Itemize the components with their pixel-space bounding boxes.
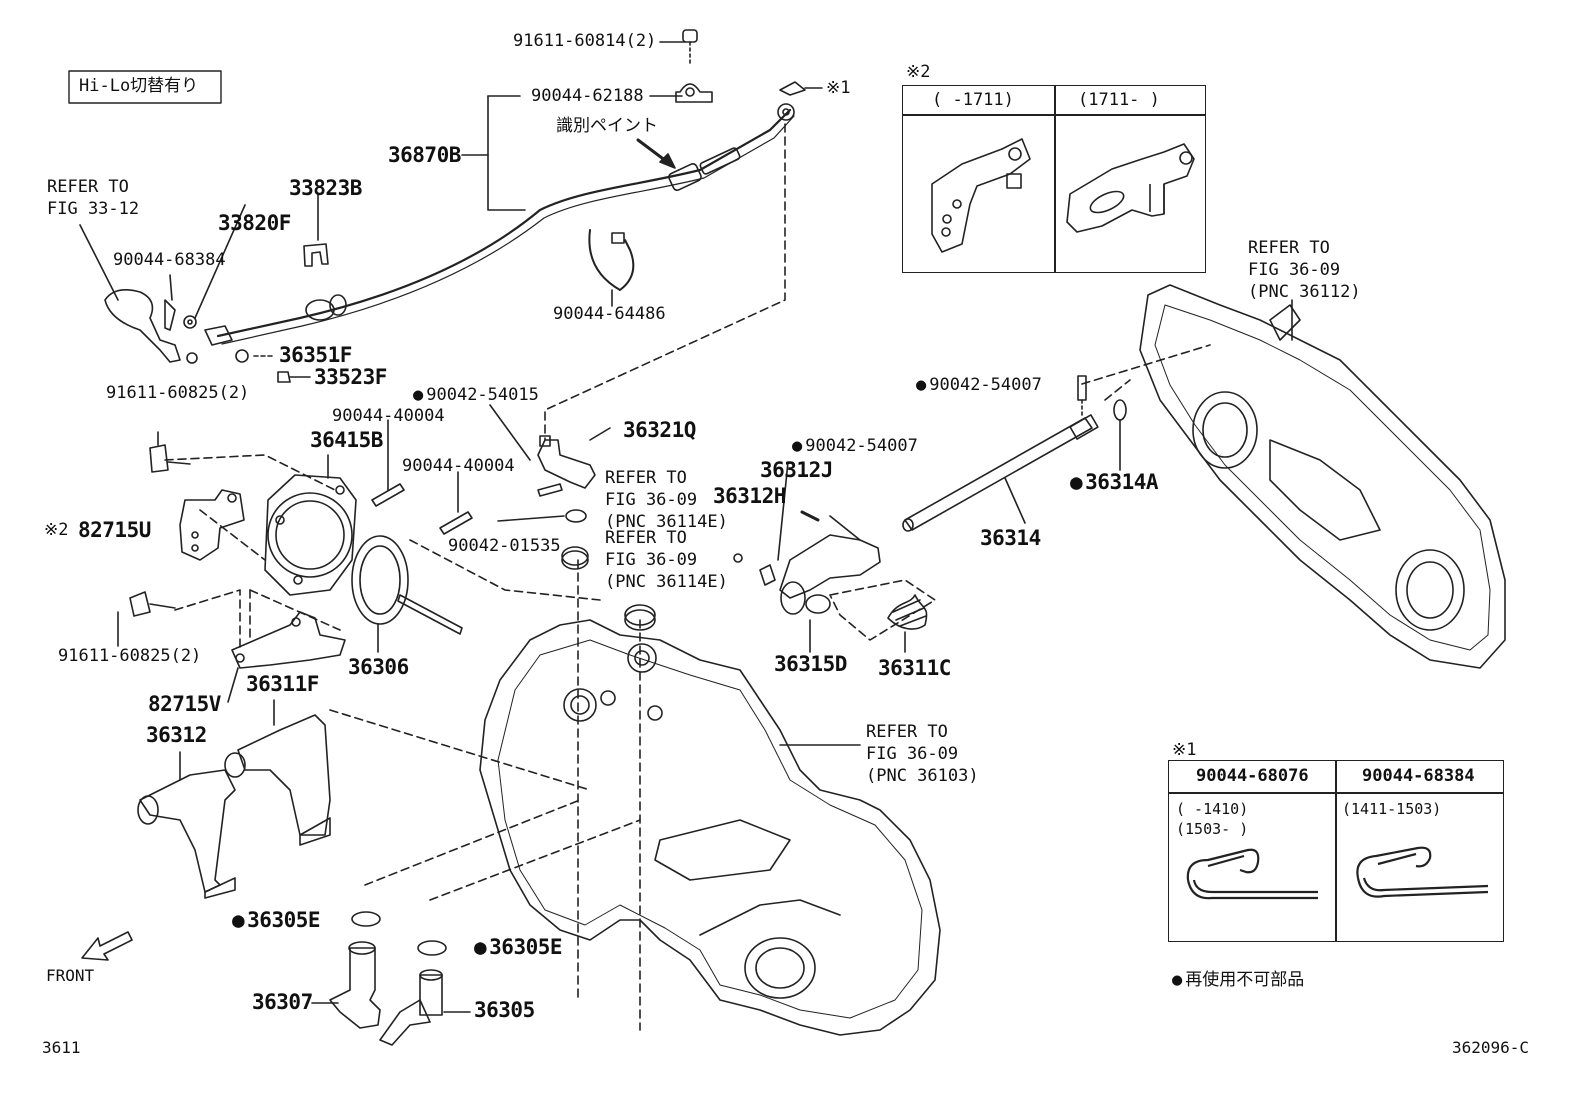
label-82715U: 82715U [78,518,151,542]
label-90042-54015: 90042-54015 [413,387,539,404]
label-90044-40004-a: 90044-40004 [332,406,445,426]
ref-3312-line2: FIG 33-12 [47,199,140,219]
paint-note: 識別ペイント [556,116,658,136]
inset2-col1: ( -1711) [932,90,1014,110]
label-36314: 36314 [980,526,1041,550]
label-36314A: 36314A [1070,472,1158,493]
inset2-col2: (1711- ) [1078,90,1160,110]
ref-36114-b-l3: (PNC 36114E) [605,572,728,592]
bracket-82715U [179,489,245,561]
shift-lever-end [104,289,181,363]
label-mark1-top: ※1 [826,78,851,98]
label-90044-62188: 90044-62188 [531,86,644,106]
ref-36112-l3: (PNC 36112) [1248,282,1361,302]
shift-head-36315D [779,534,881,599]
ref-36112-l1: REFER TO [1248,238,1330,258]
ref-36103-l1: REFER TO [866,722,948,742]
label-33823B: 33823B [289,176,362,200]
label-36306: 36306 [348,655,409,679]
inset1-col1-range1: ( -1410) [1176,800,1249,818]
label-36415B: 36415B [310,428,383,452]
label-36351F: 36351F [279,343,352,367]
ref-36114-b-l1: REFER TO [605,528,687,548]
oil-seal-36306 [351,535,409,625]
ref-36114-a-l2: FIG 36-09 [605,490,698,510]
inset1-col2-range: (1411-1503) [1342,800,1442,818]
reuse-legend: 再使用不可部品 [1172,972,1304,989]
label-36312H: 36312H [713,484,786,508]
label-91611-60825-upper: 91611-60825(2) [106,383,250,403]
inset1-col-rule [1335,760,1337,942]
ref-36103-l2: FIG 36-09 [866,744,959,764]
lever-36321Q [537,439,596,489]
label-36870B: 36870B [388,143,461,167]
shift-fork-36312 [139,769,236,893]
label-36315D: 36315D [774,652,847,676]
label-91611-60825-lower: 91611-60825(2) [58,646,202,666]
inset2-bracket-drawings [931,138,1195,253]
label-90042-54007-b: 90042-54007 [916,377,1042,394]
ref-36114-b-l2: FIG 36-09 [605,550,698,570]
label-33523F: 33523F [314,365,387,389]
label-36311C: 36311C [878,656,951,680]
label-36307: 36307 [252,990,313,1014]
header-box: Hi-Lo切替有り [79,76,199,96]
transfer-rear-housing [1139,284,1506,669]
inset2-col-rule [1054,85,1056,273]
page-code: 3611 [42,1038,81,1057]
inset1-col2-head: 90044-68384 [1362,766,1475,786]
shift-cable [216,108,792,338]
label-90042-01535: 90042-01535 [448,536,561,556]
label-90044-68384: 90044-68384 [113,250,226,270]
header-box-frame [68,70,222,104]
inset1-clip-drawings [1186,846,1489,900]
label-mark2-82715U: ※2 [44,520,69,540]
drawing-code: 362096-C [1452,1038,1530,1057]
inset1-col1-range2: (1503- ) [1176,820,1249,838]
inset2-mark: ※2 [906,62,931,82]
transfer-case-housing [479,619,941,1036]
bracket-82715V [231,611,346,669]
inset1-col1-head: 90044-68076 [1196,766,1309,786]
label-36305: 36305 [474,998,535,1022]
front-label: FRONT [46,966,95,985]
front-arrow-icon [81,931,133,961]
ref-36114-a-l1: REFER TO [605,468,687,488]
inset1-mark: ※1 [1172,740,1197,760]
label-90042-54007-a: 90042-54007 [792,438,918,455]
shift-shaft-36314 [904,417,1093,531]
shift-fork-36311F [237,714,331,836]
label-36305E-left: 36305E [232,910,320,931]
label-36312J: 36312J [760,458,833,482]
shift-lug-36307 [329,947,381,1029]
label-36311F: 36311F [246,672,319,696]
ref-36114-a-l3: (PNC 36114E) [605,512,728,532]
label-82715V: 82715V [148,692,221,716]
label-36305E-right: 36305E [474,937,562,958]
ref-36103-l3: (PNC 36103) [866,766,979,786]
label-91611-60814: 91611-60814(2) [513,31,657,51]
label-36321Q: 36321Q [623,418,696,442]
label-90044-40004-b: 90044-40004 [402,456,515,476]
leader-36870B [487,95,526,211]
label-90044-64486: 90044-64486 [553,304,666,324]
retainer-36415B [264,474,357,596]
label-36312: 36312 [146,723,207,747]
ref-36112-l2: FIG 36-09 [1248,260,1341,280]
label-33820F: 33820F [218,211,291,235]
ref-3312-line1: REFER TO [47,177,129,197]
